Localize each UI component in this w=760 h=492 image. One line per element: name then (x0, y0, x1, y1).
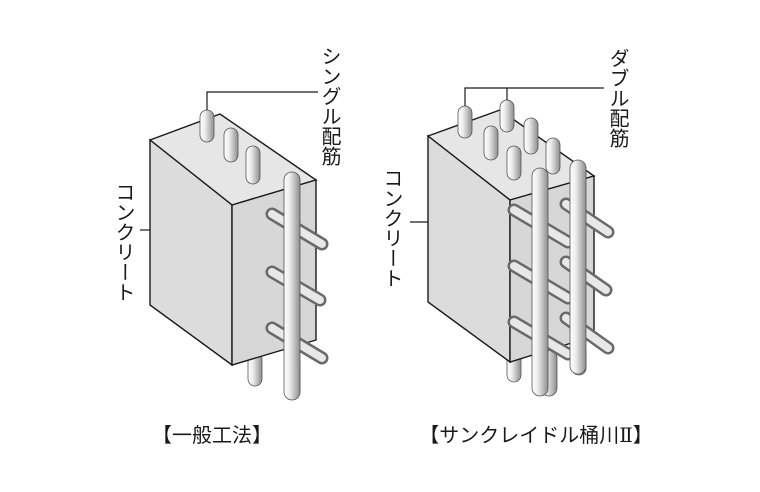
rebar-leader-line (464, 87, 604, 106)
rebar-vertical-front (283, 171, 301, 401)
rebar-vertical-front (531, 159, 587, 397)
rebar-label: シングル配筋 (318, 46, 342, 166)
double-rebar-illustration: ダブル配筋 コンクリート 【サンクレイドル桶川Ⅱ】 (380, 48, 653, 447)
rebar-label: ダブル配筋 (606, 48, 630, 148)
caption: 【サンクレイドル桶川Ⅱ】 (419, 423, 653, 447)
rebar-top-ends (457, 99, 561, 181)
rebar-leader-line (206, 91, 318, 110)
caption: 【一般工法】 (152, 423, 272, 447)
rebar-top-ends (199, 109, 261, 185)
concrete-label: コンクリート (112, 182, 136, 302)
concrete-label: コンクリート (380, 168, 404, 288)
single-rebar-illustration: シングル配筋 コンクリート 【一般工法】 (112, 46, 342, 447)
